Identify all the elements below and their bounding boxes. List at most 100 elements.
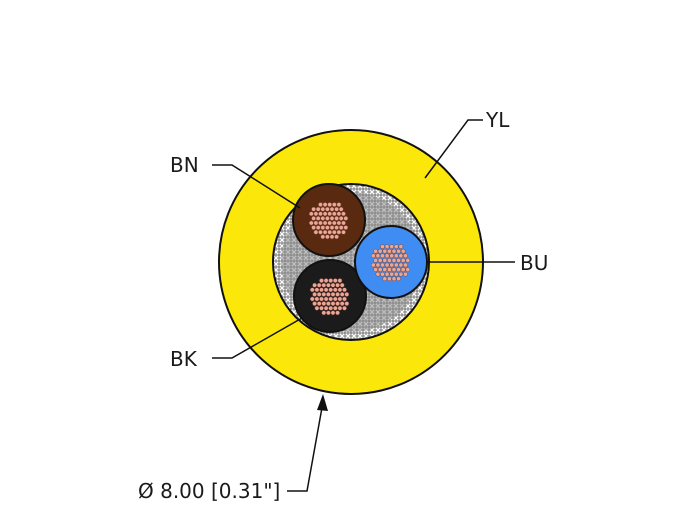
- copper-strand: [321, 235, 325, 239]
- copper-strand: [387, 258, 391, 262]
- copper-strand: [317, 283, 321, 287]
- copper-strand: [312, 226, 316, 230]
- copper-strand: [378, 258, 382, 262]
- label-bk: BK: [170, 347, 198, 371]
- copper-strand: [312, 216, 316, 220]
- copper-strand: [380, 254, 384, 258]
- copper-strand: [321, 207, 325, 211]
- copper-strand: [328, 203, 332, 207]
- diameter-arrowhead: [317, 394, 328, 411]
- copper-strand: [387, 268, 391, 272]
- copper-strand: [315, 297, 319, 301]
- copper-strand: [340, 302, 344, 306]
- copper-strand: [341, 221, 345, 225]
- copper-strand: [319, 279, 323, 283]
- copper-strand: [316, 226, 320, 230]
- copper-strand: [333, 279, 337, 283]
- copper-strand: [332, 212, 336, 216]
- copper-strand: [385, 254, 389, 258]
- copper-strand: [338, 279, 342, 283]
- copper-strand: [380, 272, 384, 276]
- copper-strand: [324, 297, 328, 301]
- copper-strand: [383, 249, 387, 253]
- copper-strand: [337, 221, 341, 225]
- copper-strand: [378, 268, 382, 272]
- copper-strand: [401, 268, 405, 272]
- copper-strand: [344, 216, 348, 220]
- copper-strand: [332, 230, 336, 234]
- copper-strand: [324, 306, 328, 310]
- copper-strand: [332, 221, 336, 225]
- copper-strand: [337, 212, 341, 216]
- copper-strand: [329, 288, 333, 292]
- copper-strand: [318, 221, 322, 225]
- copper-strand: [323, 230, 327, 234]
- copper-strand: [374, 249, 378, 253]
- label-bu: BU: [520, 251, 548, 275]
- copper-strand: [371, 254, 375, 258]
- copper-strand: [318, 230, 322, 234]
- copper-strand: [335, 235, 339, 239]
- copper-strand: [394, 254, 398, 258]
- copper-strand: [330, 207, 334, 211]
- copper-strand: [330, 226, 334, 230]
- copper-strand: [331, 311, 335, 315]
- copper-strand: [328, 212, 332, 216]
- copper-strand: [337, 230, 341, 234]
- copper-strand: [342, 288, 346, 292]
- copper-strand: [317, 302, 321, 306]
- copper-strand: [340, 292, 344, 296]
- copper-strand: [326, 311, 330, 315]
- copper-strand: [315, 288, 319, 292]
- copper-strand: [341, 212, 345, 216]
- copper-strand: [387, 249, 391, 253]
- copper-strand: [383, 268, 387, 272]
- copper-strand: [399, 254, 403, 258]
- copper-strand: [323, 203, 327, 207]
- copper-strand: [335, 207, 339, 211]
- copper-strand: [333, 297, 337, 301]
- copper-strand: [336, 292, 340, 296]
- copper-strand: [390, 245, 394, 249]
- copper-strand: [376, 272, 380, 276]
- copper-strand: [392, 249, 396, 253]
- copper-strand: [330, 216, 334, 220]
- copper-strand: [335, 216, 339, 220]
- copper-strand: [314, 221, 318, 225]
- copper-strand: [390, 254, 394, 258]
- copper-strand: [317, 292, 321, 296]
- copper-strand: [397, 249, 401, 253]
- copper-strand: [318, 212, 322, 216]
- copper-strand: [383, 258, 387, 262]
- copper-strand: [313, 302, 317, 306]
- copper-strand: [331, 302, 335, 306]
- copper-strand: [392, 268, 396, 272]
- copper-strand: [322, 292, 326, 296]
- copper-strand: [376, 263, 380, 267]
- copper-strand: [385, 272, 389, 276]
- copper-strand: [328, 221, 332, 225]
- copper-strand: [394, 272, 398, 276]
- copper-strand: [322, 283, 326, 287]
- copper-strand: [397, 258, 401, 262]
- copper-strand: [313, 283, 317, 287]
- copper-strand: [331, 283, 335, 287]
- copper-strand: [401, 249, 405, 253]
- copper-strand: [325, 216, 329, 220]
- copper-strand: [321, 226, 325, 230]
- copper-strand: [325, 226, 329, 230]
- copper-strand: [336, 283, 340, 287]
- copper-strand: [318, 203, 322, 207]
- copper-strand: [326, 302, 330, 306]
- copper-strand: [399, 263, 403, 267]
- copper-strand: [338, 306, 342, 310]
- copper-strand: [312, 207, 316, 211]
- copper-strand: [309, 212, 313, 216]
- copper-strand: [313, 292, 317, 296]
- copper-strand: [341, 230, 345, 234]
- copper-strand: [332, 203, 336, 207]
- copper-strand: [397, 277, 401, 281]
- copper-strand: [315, 306, 319, 310]
- copper-strand: [385, 263, 389, 267]
